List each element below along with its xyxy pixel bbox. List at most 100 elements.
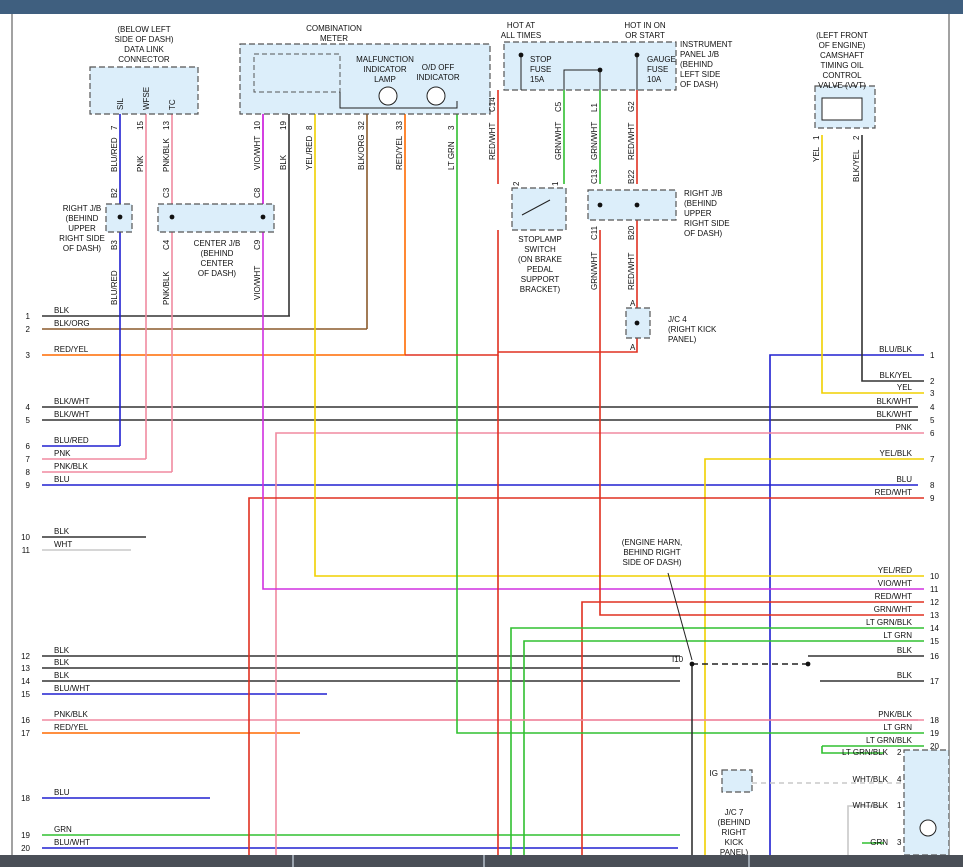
splice-dot xyxy=(117,214,123,220)
right-pin-number: 15 xyxy=(930,637,939,646)
od-label: O/D OFF xyxy=(422,63,455,72)
pin-number: 33 xyxy=(395,121,404,130)
right-jb-right-title: UPPER xyxy=(684,209,712,218)
meter-internal xyxy=(339,92,458,109)
dlc-title: SIDE OF DASH) xyxy=(114,35,173,44)
right-wire-label: LT GRN xyxy=(883,723,912,732)
meter-title: METER xyxy=(320,34,348,43)
pin-number: 1 xyxy=(551,181,560,186)
right-jb-left-title: RIGHT SIDE xyxy=(59,234,105,243)
left-wire-label: PNK/BLK xyxy=(54,462,88,471)
left-pin-number: 15 xyxy=(21,690,30,699)
data-link-connector xyxy=(89,66,199,115)
stop-fuse: 15A xyxy=(530,75,545,84)
jc7-title: J/C 7 xyxy=(725,808,744,817)
leader-line xyxy=(667,572,693,661)
stoplamp-out xyxy=(405,230,499,356)
pin-number: L1 xyxy=(590,103,599,112)
right-wire-label: BLK/WHT xyxy=(876,410,912,419)
dlc-title: DATA LINK xyxy=(124,45,164,54)
pin-number: C13 xyxy=(590,169,599,184)
right-pin-number: 3 xyxy=(930,389,935,398)
left-wire-label: BLK/WHT xyxy=(54,410,90,419)
pin-number: C4 xyxy=(162,239,171,250)
relay-pin-number: 1 xyxy=(897,801,902,810)
combination-meter xyxy=(239,43,491,115)
right-wire-label: VIO/WHT xyxy=(878,579,912,588)
right-jb-left-title: RIGHT J/B xyxy=(63,204,102,213)
wire-red-wht xyxy=(248,497,924,867)
mil-lamp-icon xyxy=(378,86,398,106)
right-pin-number: 7 xyxy=(930,455,935,464)
right-jb-left-title: (BEHIND xyxy=(66,214,99,223)
pin-number: 15 xyxy=(136,121,145,130)
pin-number: C11 xyxy=(590,225,599,240)
wire-label: VIO/WHT xyxy=(253,136,262,170)
right-wire-label: BLK xyxy=(897,671,913,680)
left-pin-number: 19 xyxy=(21,831,30,840)
jc4-title: J/C 4 xyxy=(668,315,687,324)
left-wire-label: BLK/ORG xyxy=(54,319,90,328)
hot-in-on: OR START xyxy=(625,31,665,40)
pin-number: C9 xyxy=(253,239,262,250)
center-jb-title: (BEHIND xyxy=(201,249,234,258)
relay-pin-number: 2 xyxy=(897,748,902,757)
wire-label: RED/WHT xyxy=(488,123,497,160)
instrument-panel-jb xyxy=(503,41,677,91)
left-wire-label: BLK xyxy=(54,527,70,536)
wire-yel xyxy=(821,135,924,394)
right-wire-label: YEL/BLK xyxy=(880,449,913,458)
right-jb-right-title: RIGHT SIDE xyxy=(684,219,730,228)
relay-wire-lt-grn-blk xyxy=(821,746,884,754)
splice-dot xyxy=(634,202,640,208)
stoplamp-title: BRACKET) xyxy=(520,285,561,294)
jc7-title: RIGHT xyxy=(722,828,747,837)
right-pin-number: 19 xyxy=(930,729,939,738)
left-pin-number: 7 xyxy=(26,455,31,464)
wire-yel-red xyxy=(314,101,924,577)
right-pin-number: 9 xyxy=(930,494,935,503)
pin-number: 2 xyxy=(512,181,521,186)
ip-jb-title: PANEL J/B xyxy=(680,50,719,59)
switch-contact xyxy=(521,199,551,216)
right-pin-number: 8 xyxy=(930,481,935,490)
jc7-ig: IG xyxy=(710,769,718,778)
pin-number: 3 xyxy=(447,125,456,130)
hot-at-all-times: ALL TIMES xyxy=(501,31,541,40)
od-lamp-icon xyxy=(426,86,446,106)
wire-blk-yel xyxy=(861,135,924,382)
right-jb-left-title: OF DASH) xyxy=(63,244,102,253)
wire-lt-grn-15 xyxy=(523,640,924,867)
wire-label: YEL xyxy=(812,146,821,162)
right-pin-number: 4 xyxy=(930,403,935,412)
vvt-coil xyxy=(821,97,863,121)
stoplamp-title: (ON BRAKE xyxy=(518,255,562,264)
gauge-fuse: FUSE xyxy=(647,65,668,74)
wire-label: RED/WHT xyxy=(627,123,636,160)
mil-label: LAMP xyxy=(374,75,396,84)
pin-number: C5 xyxy=(554,101,563,112)
left-wire-label: PNK xyxy=(54,449,71,458)
hot-in-on: HOT IN ON xyxy=(624,21,665,30)
right-pin-number: 6 xyxy=(930,429,935,438)
right-pin-number: 14 xyxy=(930,624,939,633)
right-wire-label: RED/WHT xyxy=(875,592,912,601)
pin-number: C8 xyxy=(253,187,262,198)
pin-number: 2 xyxy=(852,135,861,140)
ip-jb-title: INSTRUMENT xyxy=(680,40,733,49)
vvt-title: (LEFT FRONT xyxy=(816,31,868,40)
pin-number: B20 xyxy=(627,225,636,240)
left-pin-number: 12 xyxy=(21,652,30,661)
wire-label: VIO/WHT xyxy=(253,266,262,300)
wire-label: BLK/ORG xyxy=(357,134,366,170)
splice-dot xyxy=(597,202,603,208)
bottom-toolbar xyxy=(0,855,963,867)
left-wire-label: BLK xyxy=(54,646,70,655)
relay-wire-label: WHT/BLK xyxy=(852,775,888,784)
right-pin-number: 1 xyxy=(930,351,935,360)
left-pin-number: 3 xyxy=(26,351,31,360)
left-pin-number: 6 xyxy=(26,442,31,451)
dlc-pin-name: WFSE xyxy=(142,87,151,110)
wire-label: BLU/RED xyxy=(110,270,119,305)
